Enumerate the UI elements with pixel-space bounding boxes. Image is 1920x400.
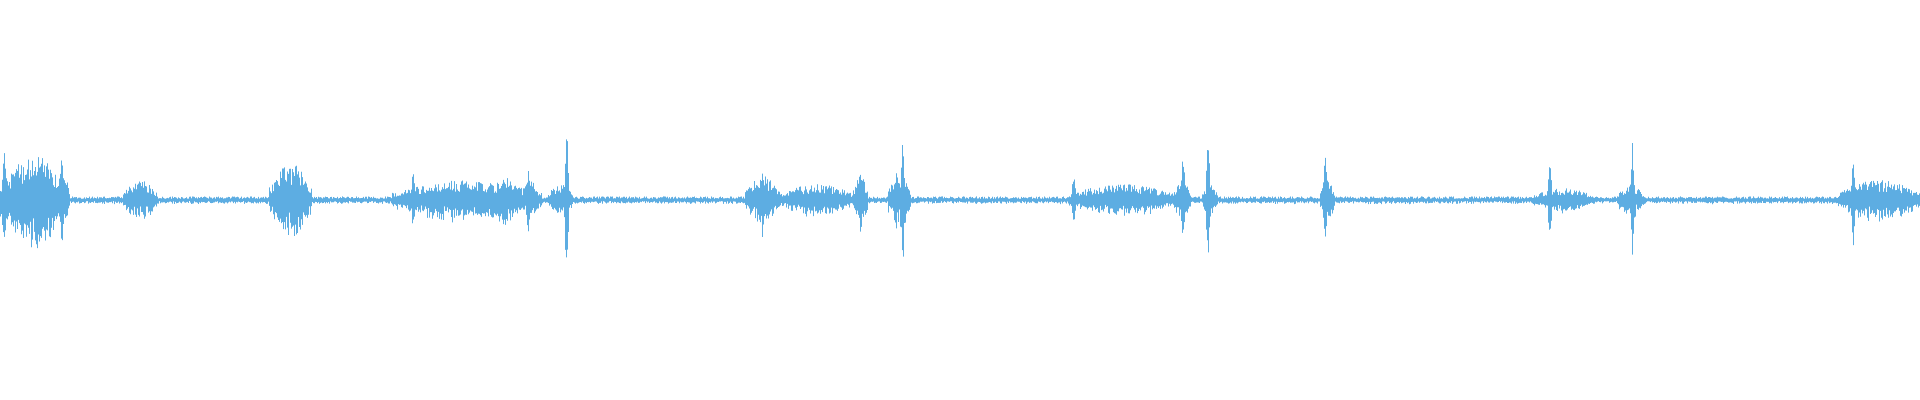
waveform-path xyxy=(0,139,1920,258)
waveform-samples xyxy=(0,139,1920,258)
